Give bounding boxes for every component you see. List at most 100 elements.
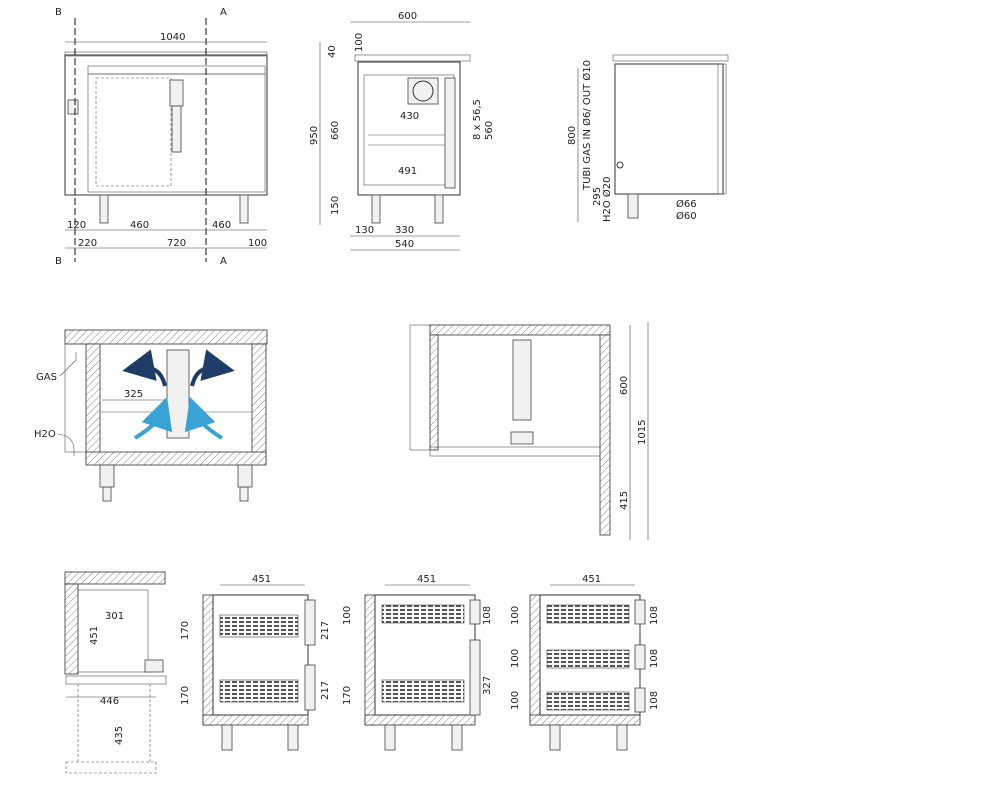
door-right-foot <box>451 724 463 751</box>
dim-800: 800 <box>567 126 578 145</box>
three-left-foot <box>549 724 561 751</box>
dim-plan-600: 600 <box>619 376 630 395</box>
front-evaporator-unit <box>169 79 184 107</box>
dim-120: 120 <box>67 220 86 231</box>
door-bottom-wall <box>364 714 476 726</box>
dim-460-left: 460 <box>130 220 149 231</box>
side-worktop <box>354 54 471 62</box>
dim-40: 40 <box>327 45 338 58</box>
dim-two-170-upper: 170 <box>180 621 191 640</box>
dim-100-side: 100 <box>354 33 365 52</box>
rear-door-edge <box>717 63 727 195</box>
front-door-frame-top <box>87 65 266 75</box>
dim-295: 295 <box>592 187 603 206</box>
plan-compressor-bay <box>409 324 431 451</box>
open-top-wall <box>64 571 166 585</box>
two-right-foot <box>287 724 299 751</box>
three-left-wall <box>529 594 541 726</box>
dim-door-100: 100 <box>342 606 353 625</box>
gas-leader <box>59 352 77 377</box>
airflow-bottom-wall <box>85 451 267 466</box>
dim-1015: 1015 <box>637 420 648 445</box>
rear-foot <box>627 193 639 219</box>
cold-air-arrow-right <box>184 396 224 440</box>
three-front-middle <box>634 644 646 670</box>
open-back-wall <box>64 583 79 675</box>
two-left-foot <box>221 724 233 751</box>
h2o-leader <box>57 433 75 456</box>
door-left-wall <box>364 594 376 726</box>
door-upper-drawer <box>381 604 465 624</box>
rear-worktop <box>612 54 729 62</box>
two-frame <box>212 594 309 716</box>
dim-330: 330 <box>395 225 414 236</box>
dim-415: 415 <box>619 491 630 510</box>
dim-two-451: 451 <box>252 574 271 585</box>
side-view: 600 950 40 100 660 150 430 8 x 56,5 560 … <box>309 11 495 251</box>
dim-720: 720 <box>167 238 186 249</box>
front-control-panel <box>67 99 79 115</box>
section-label-a-top: A <box>220 7 227 18</box>
open-base-rail <box>65 675 167 685</box>
gas-label: GAS <box>36 372 57 383</box>
airflow-top-wall <box>64 329 268 345</box>
dim-three-108-top: 108 <box>649 606 660 625</box>
dim-600: 600 <box>398 11 417 22</box>
plan-evaporator <box>512 339 532 421</box>
dim-d60: Ø60 <box>676 210 697 222</box>
h2o-label: H2O <box>34 429 56 440</box>
three-right-foot <box>616 724 628 751</box>
front-view: B B A A 1040 120 460 460 220 720 100 <box>55 7 268 267</box>
three-front-bottom <box>634 687 646 713</box>
cold-air-arrow-left <box>133 396 173 440</box>
side-fan-icon <box>412 80 434 102</box>
gas-pipe-note: TUBI GAS IN Ø6/ OUT Ø10 <box>581 60 593 191</box>
dim-100: 100 <box>248 238 267 249</box>
rear-cabinet-body <box>614 63 724 195</box>
airflow-left-foot <box>102 486 112 502</box>
three-drawer-top <box>546 604 630 624</box>
plan-view: 600 1015 415 <box>409 322 649 540</box>
dim-three-100-middle: 100 <box>510 649 521 668</box>
two-left-wall <box>202 594 214 726</box>
side-door-gasket <box>444 77 456 189</box>
dim-three-100-top: 100 <box>510 606 521 625</box>
dim-491: 491 <box>398 166 417 177</box>
two-bottom-wall <box>202 714 309 726</box>
dim-two-217-lower: 217 <box>320 681 331 700</box>
dim-door-451: 451 <box>417 574 436 585</box>
airflow-left-leg <box>99 464 115 488</box>
airflow-right-leg <box>237 464 253 488</box>
drawer-three-view: 451 100 100 100 108 108 108 <box>510 574 660 751</box>
front-cabinet-body <box>64 54 268 196</box>
open-handle <box>144 659 164 673</box>
hot-air-arrow-left <box>122 349 167 387</box>
front-right-foot <box>239 194 249 224</box>
door-panel <box>469 639 481 716</box>
dim-three-451: 451 <box>582 574 601 585</box>
airflow-section: 325 GAS H2O <box>34 329 268 502</box>
door-left-foot <box>384 724 396 751</box>
dim-325: 325 <box>124 389 143 400</box>
drawer-two-view: 451 170 170 217 217 <box>180 574 331 751</box>
drawer-door-view: 451 100 170 108 327 <box>342 574 493 751</box>
side-cabinet-body <box>357 61 461 196</box>
front-worktop <box>64 51 268 57</box>
dim-two-217-upper: 217 <box>320 621 331 640</box>
rear-gas-connection <box>616 161 624 169</box>
dim-three-100-bottom: 100 <box>510 691 521 710</box>
section-label-a-bottom: A <box>220 256 227 267</box>
side-rear-foot <box>434 194 444 224</box>
dim-8x56: 8 x 56,5 <box>472 99 483 140</box>
dim-two-170-lower: 170 <box>180 686 191 705</box>
front-left-foot <box>99 194 109 224</box>
h2o-pipe-note: H2O Ø20 <box>601 176 613 222</box>
plan-left-wall <box>429 334 439 451</box>
dim-560: 560 <box>484 121 495 140</box>
two-upper-drawer <box>219 614 299 638</box>
drawer-open-section: 301 451 446 435 <box>64 571 167 774</box>
door-drawer-front <box>469 599 481 625</box>
front-door <box>87 73 266 193</box>
